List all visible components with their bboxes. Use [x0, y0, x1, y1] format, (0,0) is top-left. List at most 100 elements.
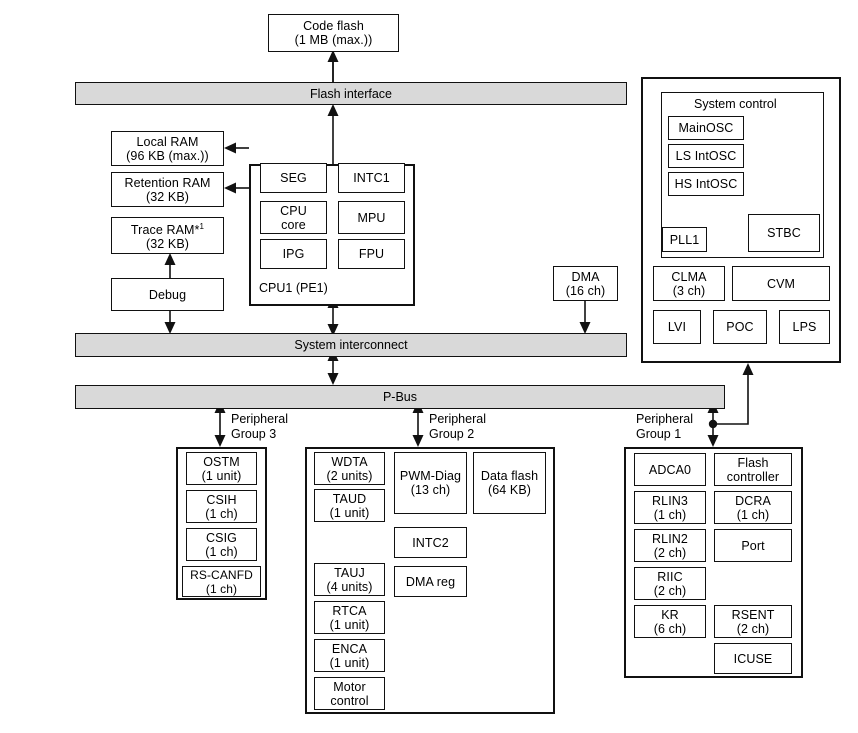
poc-box[interactable]: POC — [713, 310, 767, 344]
peripheral-group-1-caption: Peripheral Group 1 — [636, 412, 693, 442]
lvi-box[interactable]: LVI — [653, 310, 701, 344]
cpu-block-seg[interactable]: SEG — [260, 163, 327, 193]
peripheral-group-2-caption-line1: Peripheral — [429, 412, 486, 426]
intc2-label: INTC2 — [412, 535, 449, 550]
dma-reg-label: DMA reg — [405, 574, 456, 589]
taud-line1: TAUD — [332, 491, 367, 506]
debug-label: Debug — [148, 287, 187, 302]
rsent-line1: RSENT — [731, 607, 775, 622]
rtca-line1: RTCA — [332, 603, 367, 618]
tauj-box[interactable]: TAUJ (4 units) — [314, 563, 385, 596]
port-box[interactable]: Port — [714, 529, 792, 562]
rlin2-box[interactable]: RLIN2 (2 ch) — [634, 529, 706, 562]
dma-box[interactable]: DMA (16 ch) — [553, 266, 618, 301]
cpu-block-cpu-core[interactable]: CPU core — [260, 201, 327, 234]
peripheral-group-1-caption-line1: Peripheral — [636, 412, 693, 426]
rsent-box[interactable]: RSENT (2 ch) — [714, 605, 792, 638]
ls-intosc-box[interactable]: LS IntOSC — [668, 144, 744, 168]
cpu-block-cpu-core-line2: core — [281, 217, 306, 232]
pwm-diag-line1: PWM-Diag — [399, 469, 462, 483]
p-bus-bar[interactable]: P-Bus — [75, 385, 725, 409]
trace-ram-footnote-marker: 1 — [199, 221, 205, 231]
cpu-block-fpu-label: FPU — [358, 247, 385, 261]
rtca-box[interactable]: RTCA (1 unit) — [314, 601, 385, 634]
riic-box[interactable]: RIIC (2 ch) — [634, 567, 706, 600]
dma-line1: DMA — [571, 269, 600, 284]
retention-ram-line2: (32 KB) — [145, 189, 190, 204]
cpu-block-intc1[interactable]: INTC1 — [338, 163, 405, 193]
peripheral-group-3-caption-line2: Group 3 — [231, 427, 277, 441]
trace-ram-line1: Trace RAM*1 — [130, 221, 205, 238]
intc2-box[interactable]: INTC2 — [394, 527, 467, 558]
flash-controller-box[interactable]: Flash controller — [714, 453, 792, 486]
pwm-diag-box[interactable]: PWM-Diag (13 ch) — [394, 452, 467, 514]
cpu-block-cpu-core-line1: CPU — [280, 203, 307, 218]
tauj-line1: TAUJ — [334, 565, 365, 580]
cpu-block-ipg[interactable]: IPG — [260, 239, 327, 269]
kr-box[interactable]: KR (6 ch) — [634, 605, 706, 638]
local-ram-line2: (96 KB (max.)) — [126, 148, 209, 163]
cpu-block-intc1-label: INTC1 — [353, 171, 390, 185]
p-bus-label: P-Bus — [382, 390, 418, 404]
lvi-label: LVI — [667, 320, 687, 334]
rtca-line2: (1 unit) — [329, 617, 370, 632]
cpu-block-fpu[interactable]: FPU — [338, 239, 405, 269]
taud-box[interactable]: TAUD (1 unit) — [314, 489, 385, 522]
icuse-box[interactable]: ICUSE — [714, 643, 792, 674]
flash-controller-line2: controller — [726, 469, 780, 484]
system-interconnect-label: System interconnect — [294, 338, 408, 352]
clma-line1: CLMA — [671, 269, 707, 284]
retention-ram-line1: Retention RAM — [124, 175, 211, 190]
dma-reg-box[interactable]: DMA reg — [394, 566, 467, 597]
peripheral-group-2-caption-line2: Group 2 — [429, 427, 475, 441]
mainosc-box[interactable]: MainOSC — [668, 116, 744, 140]
rs-canfd-box[interactable]: RS-CANFD (1 ch) — [182, 566, 261, 597]
system-control-title: System control — [694, 97, 777, 111]
ostm-line2: (1 unit) — [201, 468, 242, 483]
csig-line2: (1 ch) — [205, 544, 238, 559]
csig-line1: CSIG — [206, 530, 237, 545]
wdta-line2: (2 units) — [326, 468, 373, 483]
trace-ram-line2: (32 KB) — [145, 237, 190, 252]
taud-line2: (1 unit) — [329, 505, 370, 520]
system-interconnect-bar[interactable]: System interconnect — [75, 333, 627, 357]
tauj-line2: (4 units) — [326, 579, 373, 594]
cpu-block-mpu-label: MPU — [357, 210, 386, 225]
code-flash-line1: Code flash — [303, 19, 364, 33]
cpu-block-mpu[interactable]: MPU — [338, 201, 405, 234]
motor-control-box[interactable]: Motor control — [314, 677, 385, 710]
lps-label: LPS — [792, 320, 817, 334]
trace-ram-box[interactable]: Trace RAM*1 (32 KB) — [111, 217, 224, 254]
code-flash-box[interactable]: Code flash (1 MB (max.)) — [268, 14, 399, 52]
clma-box[interactable]: CLMA (3 ch) — [653, 266, 725, 301]
stbc-label: STBC — [767, 226, 801, 240]
data-flash-box[interactable]: Data flash (64 KB) — [473, 452, 546, 514]
adca0-box[interactable]: ADCA0 — [634, 453, 706, 486]
wdta-box[interactable]: WDTA (2 units) — [314, 452, 385, 485]
hs-intosc-box[interactable]: HS IntOSC — [668, 172, 744, 196]
lps-box[interactable]: LPS — [779, 310, 830, 344]
kr-line1: KR — [661, 607, 679, 622]
debug-box[interactable]: Debug — [111, 278, 224, 311]
flash-interface-bar[interactable]: Flash interface — [75, 82, 627, 105]
cvm-box[interactable]: CVM — [732, 266, 830, 301]
csih-line1: CSIH — [206, 492, 237, 507]
enca-line1: ENCA — [331, 641, 368, 656]
csig-box[interactable]: CSIG (1 ch) — [186, 528, 257, 561]
peripheral-group-3-caption-line1: Peripheral — [231, 412, 288, 426]
stbc-box[interactable]: STBC — [748, 214, 820, 252]
retention-ram-box[interactable]: Retention RAM (32 KB) — [111, 172, 224, 207]
ostm-box[interactable]: OSTM (1 unit) — [186, 452, 257, 485]
local-ram-box[interactable]: Local RAM (96 KB (max.)) — [111, 131, 224, 166]
peripheral-group-1-caption-line2: Group 1 — [636, 427, 682, 441]
csih-box[interactable]: CSIH (1 ch) — [186, 490, 257, 523]
rs-canfd-line1: RS-CANFD — [190, 567, 253, 582]
clma-line2: (3 ch) — [672, 283, 706, 298]
rlin3-line2: (1 ch) — [653, 507, 687, 522]
flash-interface-label: Flash interface — [310, 86, 392, 101]
rlin3-box[interactable]: RLIN3 (1 ch) — [634, 491, 706, 524]
dcra-box[interactable]: DCRA (1 ch) — [714, 491, 792, 524]
cpu1-label: CPU1 (PE1) — [259, 281, 328, 295]
enca-box[interactable]: ENCA (1 unit) — [314, 639, 385, 672]
pll1-box[interactable]: PLL1 — [662, 227, 707, 252]
